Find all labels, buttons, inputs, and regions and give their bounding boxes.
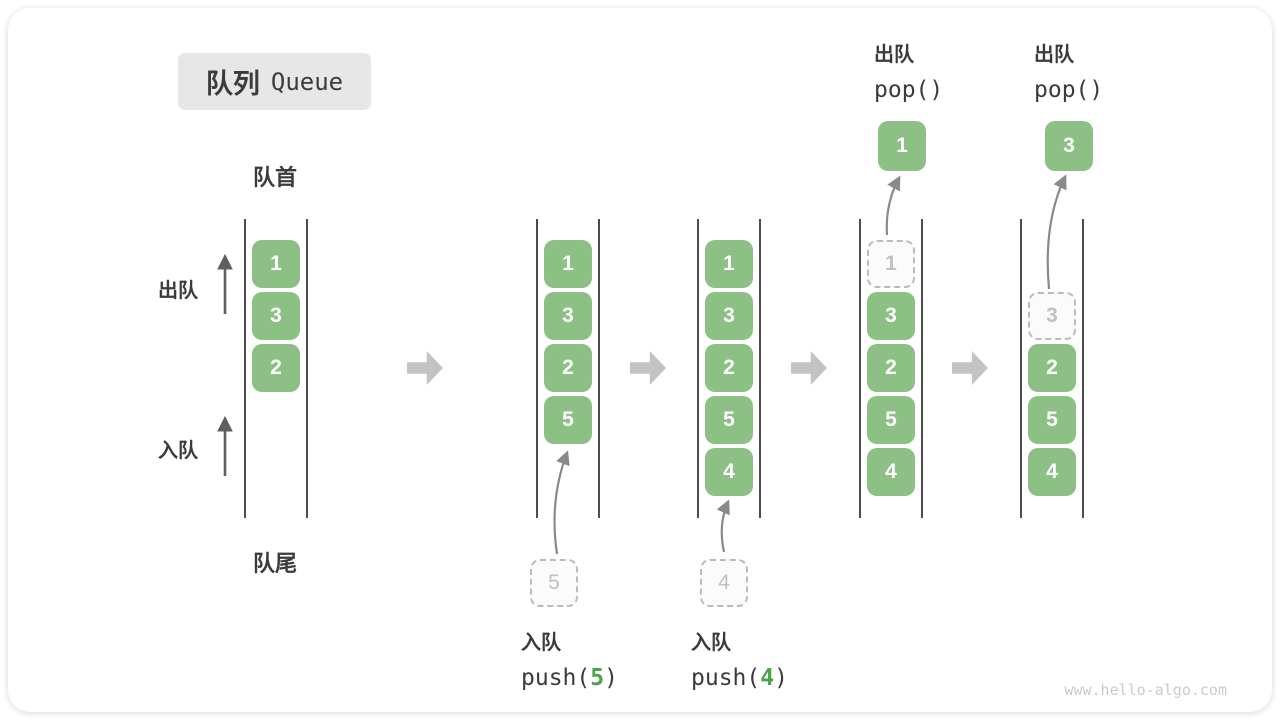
queue-cell: 3 xyxy=(252,292,300,340)
queue-cell: 3 xyxy=(867,292,915,340)
popped-cell: 3 xyxy=(1045,121,1093,171)
flow-arrow xyxy=(1048,177,1065,289)
queue-cell-dashed: 3 xyxy=(1028,292,1076,340)
queue-cell: 5 xyxy=(867,396,915,444)
queue-cell: 1 xyxy=(252,240,300,288)
push-code-prefix: push( xyxy=(521,665,590,691)
pop-code: pop() xyxy=(874,77,943,103)
queue-cell: 3 xyxy=(544,292,592,340)
queue-cell: 5 xyxy=(705,396,753,444)
queue-rail xyxy=(598,219,600,518)
pop-operation-1: 出队 pop() xyxy=(874,38,943,103)
queue-rail xyxy=(306,219,308,518)
transition-arrow-icon xyxy=(630,351,666,385)
transition-arrow-icon xyxy=(407,351,443,385)
push-label: 入队 xyxy=(691,626,788,655)
queue-rail xyxy=(1082,219,1084,518)
push-code: push(4) xyxy=(691,665,788,691)
push-operation-1: 入队 push(5) xyxy=(521,626,618,691)
queue-cell: 2 xyxy=(544,344,592,392)
queue-cell: 2 xyxy=(867,344,915,392)
queue-rail xyxy=(921,219,923,518)
queue-cell: 2 xyxy=(1028,344,1076,392)
pop-operation-2: 出队 pop() xyxy=(1034,38,1103,103)
push-code-arg: 4 xyxy=(760,665,774,691)
title-en: Queue xyxy=(271,68,343,96)
queue-cell: 5 xyxy=(1028,396,1076,444)
queue-cell: 3 xyxy=(705,292,753,340)
queue-rail xyxy=(1020,219,1022,518)
push-code: push(5) xyxy=(521,665,618,691)
staged-cell: 5 xyxy=(530,559,578,607)
pop-code: pop() xyxy=(1034,77,1103,103)
queue-cell: 4 xyxy=(705,448,753,496)
transition-arrow-icon xyxy=(791,351,827,385)
queue-cell: 5 xyxy=(544,396,592,444)
pop-label: 出队 xyxy=(1034,38,1103,67)
staged-cell: 4 xyxy=(700,559,748,607)
queue-cell: 2 xyxy=(252,344,300,392)
flow-arrow xyxy=(887,178,899,235)
flow-arrow xyxy=(555,453,567,554)
queue-rail xyxy=(759,219,761,518)
title-box: 队列 Queue xyxy=(178,53,371,110)
queue-cell: 2 xyxy=(705,344,753,392)
queue-cell: 4 xyxy=(1028,448,1076,496)
push-code-arg: 5 xyxy=(590,665,604,691)
pop-label: 出队 xyxy=(874,38,943,67)
queue-rail xyxy=(536,219,538,518)
queue-cell: 1 xyxy=(544,240,592,288)
queue-front-label: 队首 xyxy=(242,160,308,192)
transition-arrow-icon xyxy=(952,351,988,385)
flow-arrow xyxy=(722,502,728,552)
queue-rear-label: 队尾 xyxy=(242,546,308,578)
push-code-prefix: push( xyxy=(691,665,760,691)
enqueue-side-label: 入队 xyxy=(140,434,216,463)
queue-cell: 1 xyxy=(705,240,753,288)
queue-cell: 4 xyxy=(867,448,915,496)
title-zh: 队列 xyxy=(206,62,260,101)
queue-rail xyxy=(697,219,699,518)
watermark: www.hello-algo.com xyxy=(1064,681,1227,699)
dequeue-side-label: 出队 xyxy=(140,274,216,303)
queue-rail xyxy=(244,219,246,518)
push-operation-2: 入队 push(4) xyxy=(691,626,788,691)
queue-rail xyxy=(859,219,861,518)
push-code-suffix: ) xyxy=(604,665,618,691)
push-code-suffix: ) xyxy=(774,665,788,691)
push-label: 入队 xyxy=(521,626,618,655)
popped-cell: 1 xyxy=(878,121,926,171)
queue-cell-dashed: 1 xyxy=(867,240,915,288)
